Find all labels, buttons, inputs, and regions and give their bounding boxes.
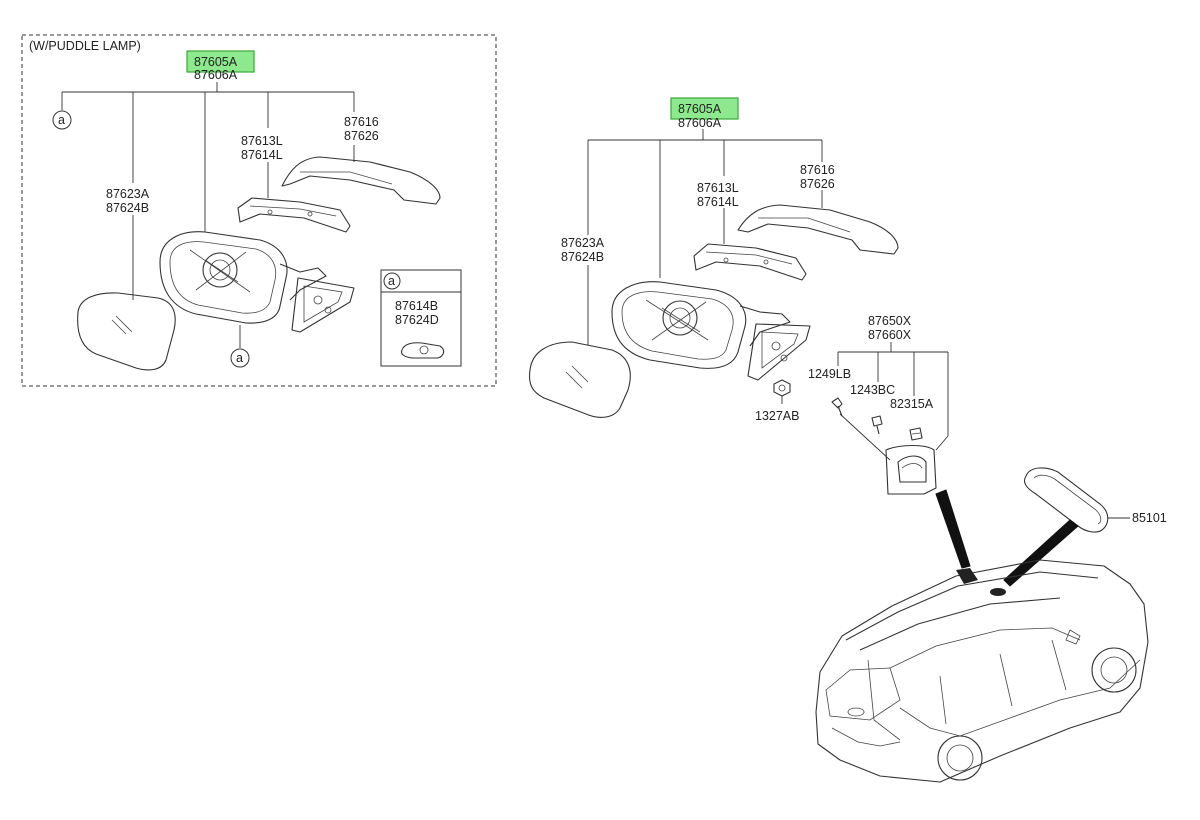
inset-callout-letter-2: a: [236, 351, 243, 365]
inset-assembly-part-b[interactable]: 87606A: [194, 68, 238, 82]
main-assembly-part-a[interactable]: 87605A: [678, 102, 722, 116]
clip-label[interactable]: 82315A: [890, 397, 934, 411]
inset-cover-outer-label-2[interactable]: 87626: [344, 129, 379, 143]
screw-label[interactable]: 1243BC: [850, 383, 895, 397]
inside-mirror-label[interactable]: 85101: [1132, 511, 1167, 525]
clip-drawing: [909, 427, 923, 441]
inset-callout-a-bottom[interactable]: a: [230, 348, 250, 368]
inside-rearview-mirror: [1023, 467, 1130, 533]
bracket-drawing: [885, 444, 937, 495]
inside-mirror-bracket-group: 87650X 87660X 1249LB 1243BC 82315A: [808, 314, 949, 495]
bracket-leader-lines: [837, 342, 949, 451]
main-assembly-part-b[interactable]: 87606A: [678, 116, 722, 130]
vehicle-illustration: [815, 559, 1149, 783]
main-mirror-base-drawing: [747, 323, 811, 381]
location-arrows: [935, 489, 1079, 587]
inset-detail-letter: a: [388, 274, 395, 288]
main-leader-lines: [587, 129, 823, 345]
inset-cover-outer-label-1[interactable]: 87616: [344, 115, 379, 129]
inset-assembly-highlight[interactable]: [186, 50, 255, 73]
main-mirror-housing-drawing: [611, 281, 791, 369]
bracket-label-2[interactable]: 87660X: [868, 328, 912, 342]
inset-cover-inner-label-2[interactable]: 87614L: [241, 148, 283, 162]
inset-glass-label-2[interactable]: 87624B: [106, 201, 149, 215]
inset-cover-inner-label-1[interactable]: 87613L: [241, 134, 283, 148]
inset-detail-part-1[interactable]: 87614B: [395, 299, 438, 313]
bolt-drawing: [831, 397, 891, 461]
main-cover-inner-label-2[interactable]: 87614L: [697, 195, 739, 209]
main-glass-label-1[interactable]: 87623A: [561, 236, 605, 250]
inset-mirror-housing-drawing: [159, 231, 327, 324]
screw-drawing: [871, 415, 883, 435]
main-assembly-highlight[interactable]: [670, 97, 739, 120]
bracket-label-1[interactable]: 87650X: [868, 314, 912, 328]
main-mirror-assembly: 87605A 87606A 87623A 87624B 87613L 87614…: [528, 97, 899, 423]
inset-title: (W/PUDDLE LAMP): [29, 39, 141, 53]
inset-leader-lines: [61, 82, 355, 348]
main-cover-outer-drawing: [737, 204, 899, 255]
main-nut-drawing: [773, 379, 791, 404]
inset-callout-letter: a: [58, 113, 65, 127]
main-mirror-glass-drawing: [528, 341, 631, 418]
inset-detail-box: a 87614B 87624D: [380, 269, 462, 367]
main-nut-label[interactable]: 1327AB: [755, 409, 799, 423]
main-cover-inner-label-1[interactable]: 87613L: [697, 181, 739, 195]
bolt-label[interactable]: 1249LB: [808, 367, 851, 381]
inset-cover-outer-drawing: [281, 156, 441, 205]
main-cover-outer-label-2[interactable]: 87626: [800, 177, 835, 191]
inset-detail-part-2[interactable]: 87624D: [395, 313, 439, 327]
puddle-lamp-inset: (W/PUDDLE LAMP) 87605A 87606A a a 87: [21, 34, 497, 387]
main-cover-outer-label-1[interactable]: 87616: [800, 163, 835, 177]
inset-mirror-base-drawing: [291, 277, 355, 333]
inset-cover-inner-drawing: [237, 197, 351, 233]
inset-mirror-glass-drawing: [77, 292, 176, 371]
inset-callout-a-top[interactable]: a: [52, 110, 72, 130]
inset-glass-label-1[interactable]: 87623A: [106, 187, 150, 201]
main-glass-label-2[interactable]: 87624B: [561, 250, 604, 264]
main-cover-inner-drawing: [693, 243, 807, 281]
inset-assembly-part-a[interactable]: 87605A: [194, 55, 238, 69]
